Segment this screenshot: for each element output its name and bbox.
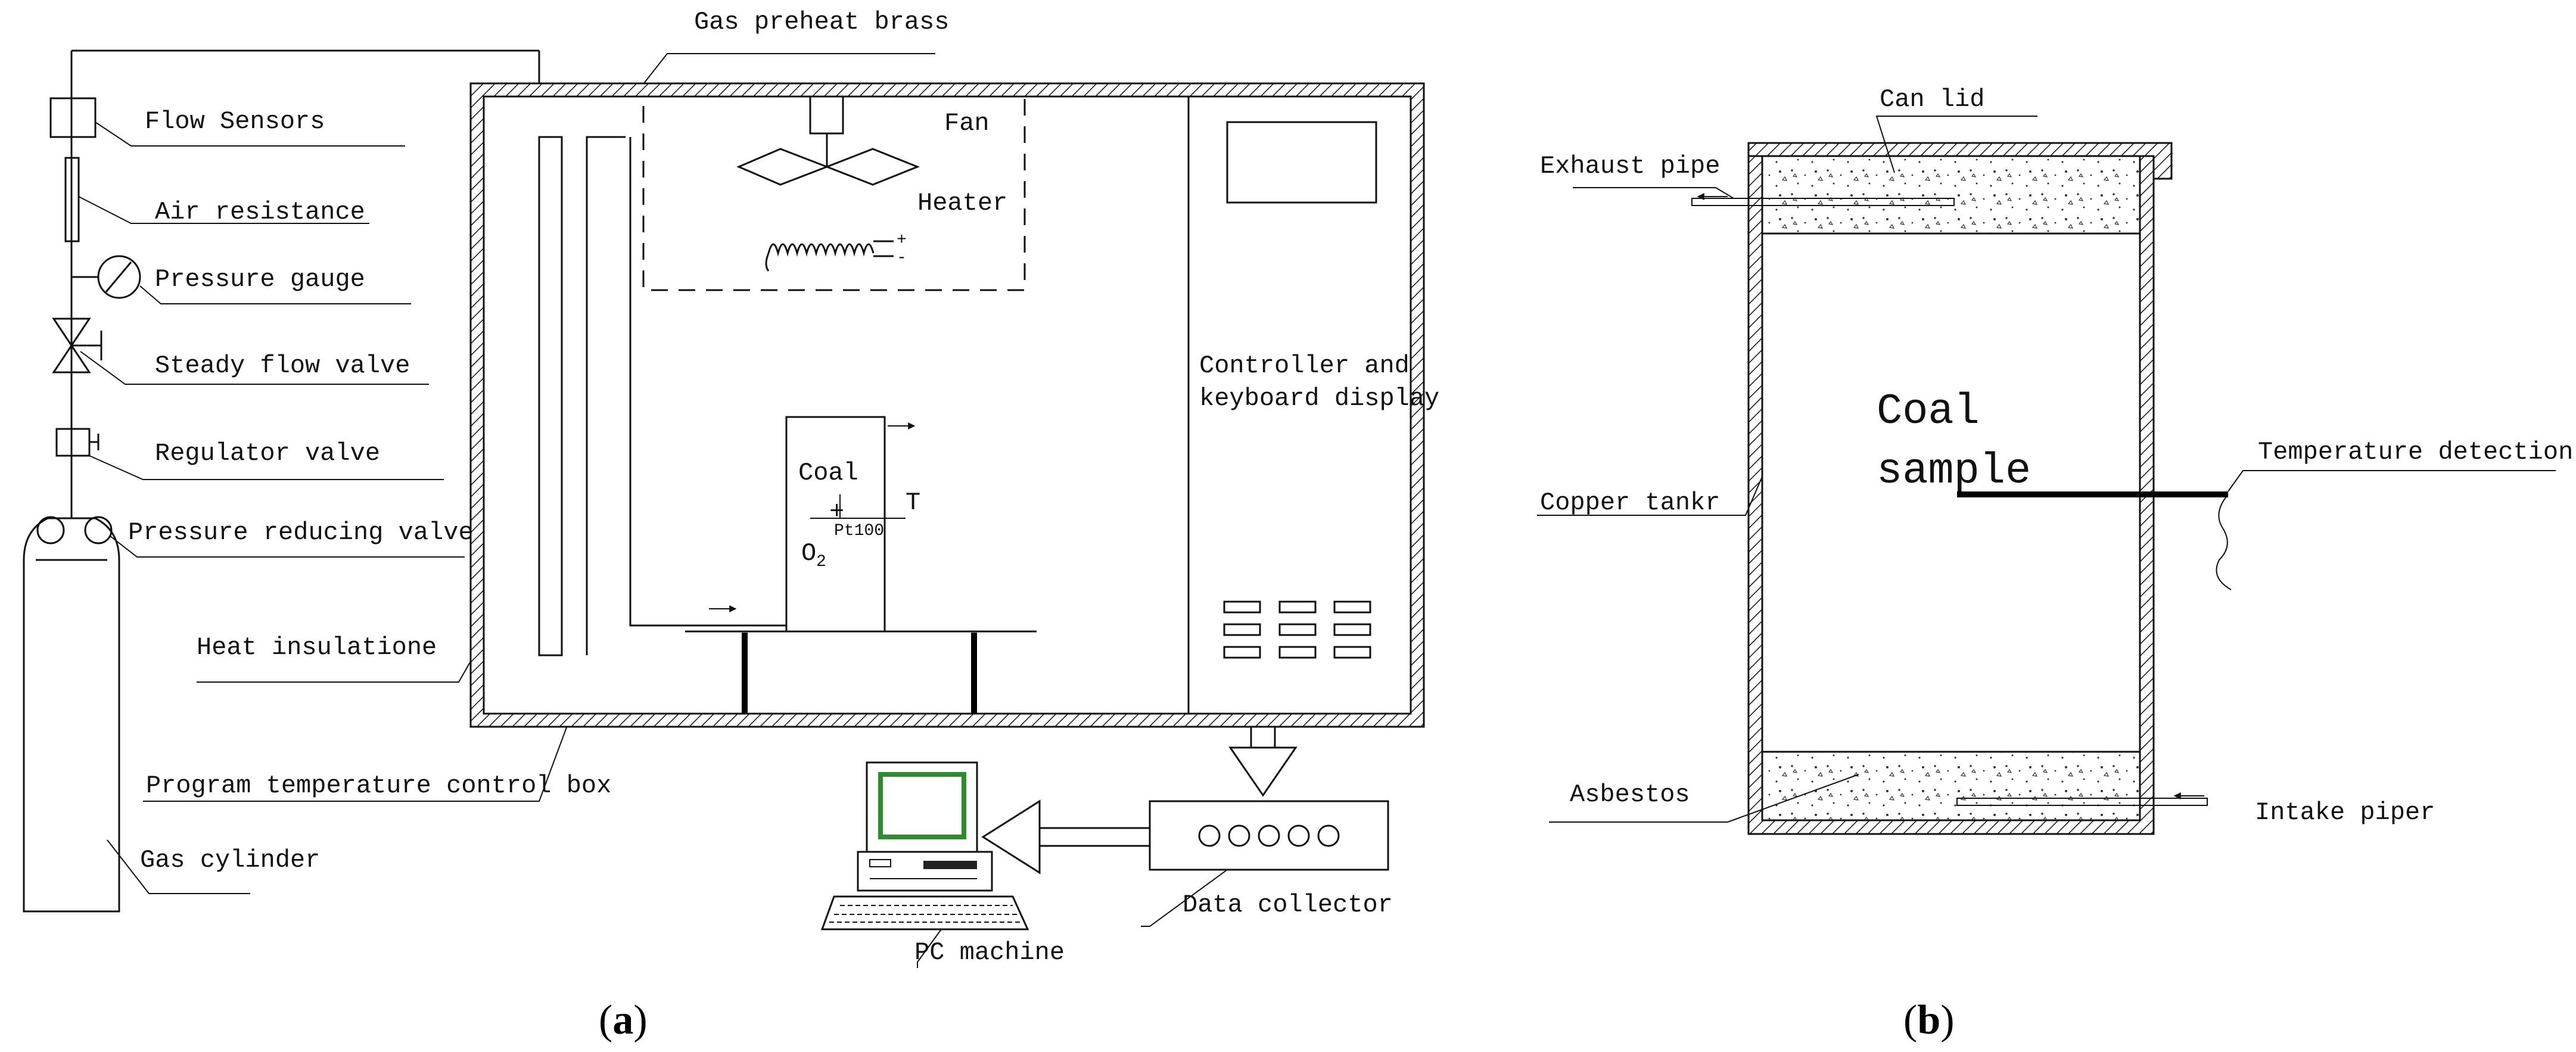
label-heat-insulation: Heat insulatione [197,633,437,662]
regulator-valve-symbol [55,428,99,457]
label-asbestos: Asbestos [1570,780,1690,809]
label-heater-plus: + [897,231,907,250]
gas-preheat-brass [538,136,786,656]
label-temperature-detection: Temperature detection [2258,438,2573,466]
label-controller-line2: keyboard display [1199,384,1439,413]
table [685,630,1037,714]
heater-symbol [765,240,894,272]
label-data-collector: Data collector [1183,891,1393,919]
label-coal-sample-line1: Coal [1877,387,1980,436]
label-pt100: Pt100 [834,522,884,540]
label-flow-sensors: Flow Sensors [145,107,325,136]
panel-a: Gas preheat brass Flow Sensors Fan Air r… [23,8,1439,1043]
gas-cylinder [23,517,120,913]
label-controller-line1: Controller and [1199,351,1410,380]
label-gas-cylinder: Gas cylinder [140,846,320,874]
label-pressure-reducing-valve: Pressure reducing valve [128,518,474,547]
label-air-resistance: Air resistance [155,198,365,226]
label-exhaust-pipe: Exhaust pipe [1540,152,1720,180]
data-collector [1141,800,1389,927]
label-o2: O [801,539,816,568]
label-heater: Heater [917,189,1007,217]
top-asbestos-layer [1761,155,2141,235]
label-fan: Fan [944,109,990,138]
caption-a: (a) [599,997,648,1043]
label-intake-pipe: Intake piper [2255,798,2435,827]
bottom-asbestos-layer [1761,751,2141,821]
label-plus: + [829,497,844,526]
copper-tank [1747,142,2155,835]
pressure-reducing-valve-symbol [36,503,113,544]
fan-symbol [736,95,920,186]
fan-heater-enclosure [642,95,1026,291]
panel-b: Can lid Exhaust pipe Coal sample Tempera… [1537,85,2573,1043]
pc-machine [820,761,1029,968]
can-lid [1747,142,2173,180]
label-pressure-gauge: Pressure gauge [155,265,365,294]
controller-display-screen [1226,121,1377,204]
intake-pipe [1956,792,2208,806]
air-resistance-symbol [64,157,80,242]
label-t: T [906,488,920,517]
label-heater-minus: - [897,249,907,267]
label-coal-sample-line2: sample [1877,447,2031,496]
temperature-probe [1957,470,2556,590]
label-pc-machine: PC machine [914,938,1065,967]
box-to-collector-connector [1228,727,1298,797]
controller-keypad [1223,600,1371,659]
flow-sensor-symbol [49,97,97,138]
label-steady-flow-valve: Steady flow valve [155,351,410,380]
pressure-gauge-symbol [71,255,141,299]
exhaust-pipe [1573,187,1955,206]
label-copper-tank: Copper tankr [1540,488,1720,517]
leader-lines-b [1537,116,2037,823]
label-program-temperature-control-box: Program temperature control box [146,771,611,800]
label-gas-preheat-brass: Gas preheat brass [694,8,949,36]
label-regulator-valve: Regulator valve [155,439,380,468]
label-can-lid: Can lid [1880,85,1984,114]
caption-b: (b) [1903,997,1955,1043]
collector-to-pc-connector [981,799,1150,874]
steady-flow-valve-symbol [52,318,102,374]
label-coal: Coal [798,459,858,487]
label-o2-subscript: 2 [816,553,826,571]
